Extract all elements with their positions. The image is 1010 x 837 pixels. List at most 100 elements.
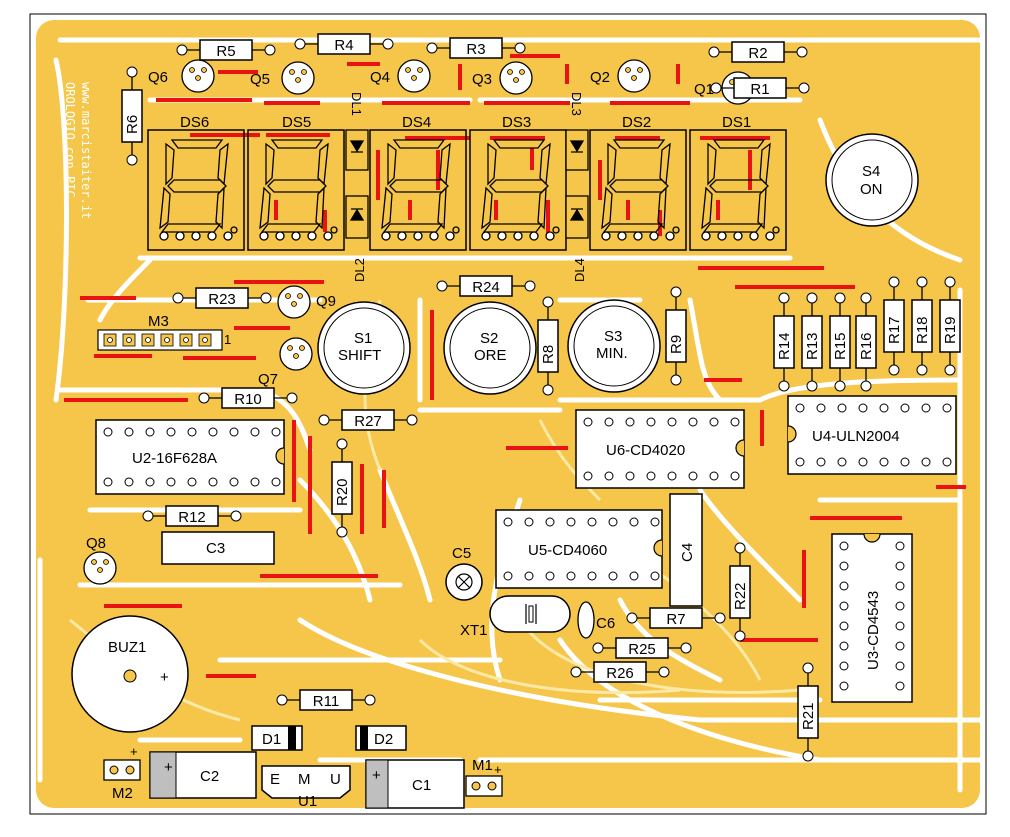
r2-label: R2 (748, 45, 767, 62)
r1-resistor: R1 (710, 77, 810, 99)
xt1-label: XT1 (460, 622, 488, 639)
s3-sublabel: MIN. (596, 345, 628, 362)
r19-resistor: R19 (939, 276, 961, 376)
c1-plus: + (372, 767, 381, 784)
r26-label: R26 (606, 665, 634, 682)
buzzer (71, 615, 189, 733)
r24-resistor: R24 (436, 275, 536, 297)
r4-label: R4 (334, 37, 353, 54)
ds6-body (147, 129, 245, 251)
r3-resistor: R3 (426, 37, 526, 59)
r15-resistor: R15 (829, 292, 851, 392)
r5-label: R5 (216, 43, 235, 60)
digit-segments (701, 139, 780, 241)
m3-label: M3 (148, 313, 169, 330)
digit-segments (601, 139, 680, 241)
r8-label: R8 (540, 345, 557, 364)
r9-label: R9 (668, 335, 685, 354)
r22-resistor: R22 (729, 542, 751, 642)
switches (317, 133, 919, 395)
ds5-label: DS5 (282, 114, 311, 131)
side-text-url: www.marcistaiter.it (79, 82, 93, 219)
r6-resistor: R6 (121, 66, 143, 166)
display-row (147, 129, 787, 251)
r1-label: R1 (750, 81, 769, 98)
q9-label: Q9 (316, 293, 336, 310)
digit-segments (381, 139, 460, 241)
r14-label: R14 (776, 332, 793, 360)
digit-segments (481, 139, 560, 241)
c4-capacitor (669, 493, 703, 607)
d1-label: D1 (262, 731, 281, 748)
u1-pin-u: U (330, 771, 341, 788)
u1-label: U1 (298, 793, 317, 810)
r22-label: R22 (732, 582, 749, 610)
r2-resistor: R2 (708, 41, 808, 63)
dl4-label: DL4 (572, 258, 587, 282)
d2-label: D2 (374, 731, 393, 748)
ds1-label: DS1 (722, 114, 751, 131)
r26-resistor: R26 (570, 661, 670, 683)
ds3-body (469, 129, 567, 251)
q4-label: Q4 (370, 69, 390, 86)
q5-label: Q5 (250, 71, 270, 88)
ds3-label: DS3 (502, 114, 531, 131)
c2-capacitor (149, 751, 257, 799)
m2-plus: + (130, 744, 138, 759)
u1-regulator (261, 765, 351, 799)
buz1-plus: + (160, 669, 169, 686)
r20-label: R20 (334, 478, 351, 506)
c6-label: C6 (596, 615, 615, 632)
q8-label: Q8 (86, 535, 106, 552)
r12-resistor: R12 (142, 505, 242, 527)
q2-label: Q2 (590, 69, 610, 86)
s1-label: S1 (354, 330, 372, 347)
r13-label: R13 (804, 332, 821, 360)
buz1-label: BUZ1 (108, 639, 146, 656)
r21-resistor: R21 (797, 662, 819, 762)
r27-resistor: R27 (318, 409, 418, 431)
m3-pin1-label: 1 (224, 332, 231, 347)
q1-label: Q1 (694, 81, 714, 98)
s1-switch (317, 301, 411, 395)
u1-pin-m: M (298, 771, 311, 788)
d2-diode (355, 725, 407, 751)
r21-label: R21 (800, 702, 817, 730)
r27-label: R27 (354, 413, 382, 430)
c2-plus: + (164, 759, 173, 776)
m1-plus: + (494, 762, 502, 777)
digit-segments (259, 139, 338, 241)
u5-label: U5-CD4060 (528, 542, 607, 559)
r11-resistor: R11 (276, 689, 376, 711)
ds5-body (247, 129, 345, 251)
r9-resistor: R9 (665, 286, 687, 386)
side-text-title: OROLOGIO con PIC (63, 82, 77, 198)
r3-label: R3 (466, 41, 485, 58)
ds2-body (589, 129, 687, 251)
leds (345, 129, 589, 239)
ds4-label: DS4 (402, 114, 431, 131)
c2-label: C2 (200, 768, 219, 785)
c4-label: C4 (679, 543, 696, 562)
r4-resistor: R4 (294, 33, 394, 55)
r10-label: R10 (234, 391, 262, 408)
r17-label: R17 (886, 316, 903, 344)
u3-label: U3-CD4543 (865, 591, 882, 670)
s4-switch (825, 133, 919, 227)
r11-label: R11 (313, 693, 339, 710)
r12-label: R12 (178, 509, 206, 526)
jumper-wires (64, 54, 966, 678)
r6-label: R6 (124, 115, 141, 134)
r18-label: R18 (914, 316, 931, 344)
m2-connector (103, 759, 141, 781)
r17-resistor: R17 (883, 276, 905, 376)
u6-label: U6-CD4020 (606, 442, 685, 459)
r25-resistor: R25 (592, 637, 692, 659)
r13-resistor: R13 (801, 292, 823, 392)
u2-label: U2-16F628A (132, 450, 217, 467)
dl4-symbol (569, 208, 585, 221)
q6-label: Q6 (148, 69, 168, 86)
q7-label: Q7 (258, 371, 278, 388)
